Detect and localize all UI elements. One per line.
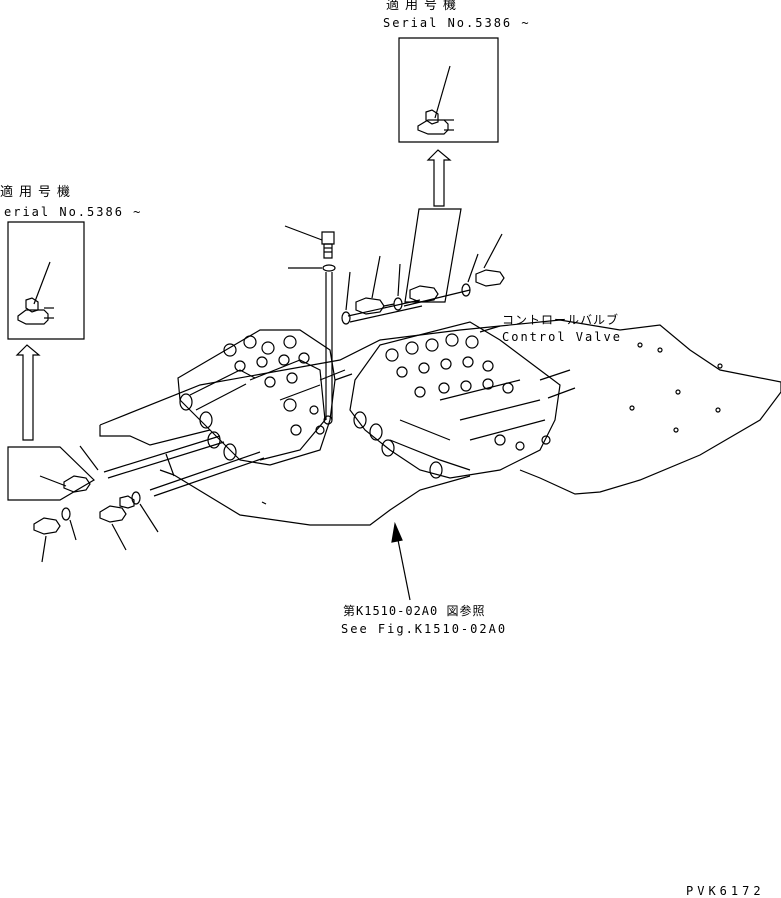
top-serial-label: Serial No.5386 ~: [383, 16, 531, 30]
leader-left: [80, 446, 174, 476]
hose-lines: [104, 290, 470, 496]
top-applicable-label-jp: 適用号機: [386, 0, 463, 13]
left-applicable-label-jp: 適用号機: [0, 185, 77, 200]
control-valve-label-en: Control Valve: [502, 330, 622, 344]
fitting-upper-3: [462, 234, 504, 296]
control-valve-label-jp: コントロールバルブ: [502, 313, 620, 327]
fitting-icon-left: [18, 262, 54, 324]
control-valve-right: [350, 322, 575, 478]
fitting-lower-1: [34, 518, 60, 562]
arrow-up-left: [17, 345, 39, 440]
left-serial-label: erial No.5386 ~: [4, 205, 143, 219]
fitting-upper-1: [342, 256, 394, 324]
control-valve-leader: [480, 326, 500, 332]
bolt-assembly: [322, 232, 335, 424]
reference-label-en: See Fig.K1510-02A0: [341, 622, 508, 636]
washer: [323, 265, 335, 271]
leader-bolt: [285, 226, 322, 268]
reference-label-jp: 第K1510-02A0 図参照: [343, 604, 486, 618]
fitting-upper-2: [394, 264, 438, 310]
reference-arrow: [392, 524, 410, 600]
inset-box-left: [8, 222, 84, 339]
inset-box-top: [399, 38, 498, 142]
inset-pointer-top: [405, 209, 461, 302]
arrow-up-top: [428, 150, 450, 206]
inset-pointer-left: [8, 447, 94, 500]
mounting-plate: [100, 320, 781, 525]
control-valve-left: [178, 330, 352, 465]
drawing-code: PVK6172: [686, 884, 765, 898]
fitting-lower-3: [100, 496, 134, 550]
fitting-icon-top: [418, 66, 454, 134]
fitting-lower-2: [62, 508, 76, 540]
fitting-left-lower: [40, 476, 90, 492]
fitting-lower-4: [132, 492, 158, 532]
